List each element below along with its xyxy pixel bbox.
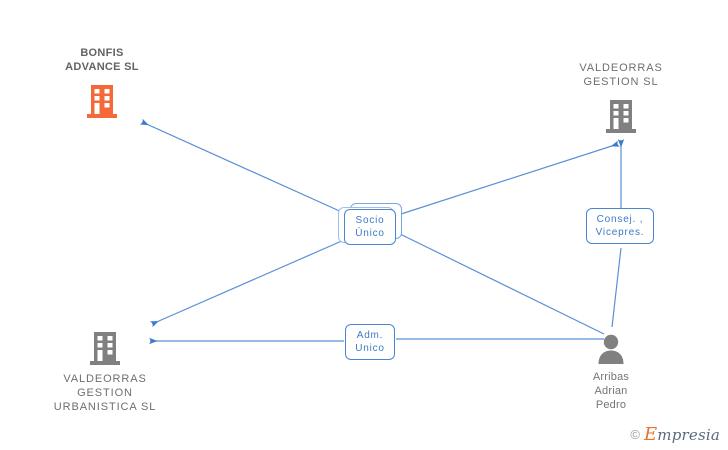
- node-valdeorras-gestion-urbanistica-sl[interactable]: VALDEORRAS GESTION URBANISTICA SL: [20, 327, 190, 414]
- node-label-arribas: Arribas Adrian Pedro: [592, 371, 630, 411]
- copyright-icon: ©: [630, 427, 640, 442]
- edge-socio-unico-to-bonfis: [139, 118, 345, 214]
- node-valdeorras-gestion-sl[interactable]: VALDEORRAS GESTION SL: [536, 61, 706, 135]
- person-icon: [594, 325, 628, 365]
- node-label-valdeorras-gestion: VALDEORRAS GESTION SL: [579, 62, 663, 88]
- brand-name: Empresia: [643, 424, 720, 445]
- edge-arribas-to-consej-vicepres: [611, 247, 622, 328]
- edge-socio-unico-to-valdeorras-urbanistica: [149, 239, 345, 328]
- relation-consej-vicepres[interactable]: Consej. , Vicepres.: [586, 208, 654, 244]
- relation-adm-unico[interactable]: Adm. Unico: [345, 324, 395, 360]
- relation-label-socio-unico: Socio Único: [344, 209, 396, 245]
- relation-label-consej-vicepres: Consej. , Vicepres.: [586, 208, 654, 244]
- node-label-bonfis: BONFIS ADVANCE SL: [65, 47, 139, 73]
- building-icon: [604, 95, 638, 135]
- building-icon: [85, 80, 119, 120]
- relation-label-adm-unico: Adm. Unico: [345, 324, 395, 360]
- brand-rest: mpresia: [657, 426, 720, 444]
- edge-arribas-to-socio-unico: [397, 232, 605, 335]
- node-label-valdeorras-urbanistica: VALDEORRAS GESTION URBANISTICA SL: [53, 373, 157, 413]
- edge-socio-unico-to-valdeorras-gestion: [397, 140, 620, 216]
- watermark-empresia: © Empresia: [630, 424, 720, 445]
- node-bonfis-advance-sl[interactable]: BONFIS ADVANCE SL: [17, 46, 187, 120]
- building-icon: [88, 327, 122, 367]
- node-arribas-adrian-pedro[interactable]: Arribas Adrian Pedro: [526, 325, 696, 412]
- brand-initial: E: [643, 424, 658, 445]
- relation-socio-unico[interactable]: Socio Único: [338, 203, 402, 245]
